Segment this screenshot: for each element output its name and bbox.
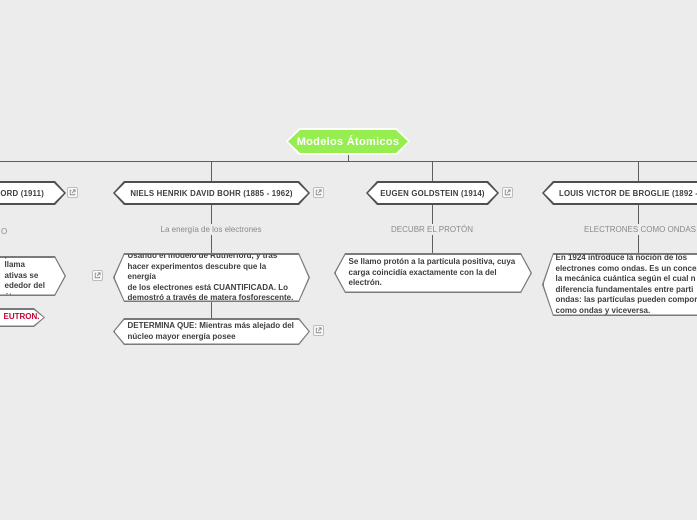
box-bohr-1-text: Usando el modelo de Rutherford, y tras h…: [127, 251, 294, 303]
node-rutherford-title: FORD (1911): [0, 188, 44, 198]
box-goldstein-1[interactable]: Se llamo protón a la partícula positiva,…: [334, 253, 532, 293]
connector-drop-bohr: [211, 162, 212, 181]
external-link-icon[interactable]: [502, 187, 513, 198]
node-goldstein[interactable]: EUGEN GOLDSTEIN (1914): [366, 181, 499, 205]
sublabel-rutherford: O: [0, 226, 11, 237]
box-bohr-1[interactable]: Usando el modelo de Rutherford, y tras h…: [113, 253, 310, 302]
node-bohr[interactable]: NIELS HENRIK DAVID BOHR (1885 - 1962): [113, 181, 310, 205]
box-rutherford-neutron-text: EUTRON.: [3, 312, 40, 322]
external-link-icon[interactable]: [313, 187, 324, 198]
connector-horizontal: [0, 161, 697, 162]
node-rutherford[interactable]: FORD (1911): [0, 181, 66, 205]
sublabel-bohr: La energía de los electrones: [131, 224, 291, 235]
box-goldstein-1-text: Se llamo protón a la partícula positiva,…: [348, 257, 516, 288]
node-de-broglie[interactable]: LOUIS VICTOR DE BROGLIE (1892 -: [542, 181, 697, 205]
connector-root-stub: [348, 155, 349, 161]
box-rutherford-1[interactable]: positiva se llama ativas se ededor del á…: [0, 256, 66, 296]
box-bohr-2[interactable]: DETERMINA QUE: Mientras más alejado del …: [113, 318, 310, 345]
box-rutherford-neutron[interactable]: EUTRON.: [0, 308, 45, 327]
connector-drop-de-broglie: [638, 162, 639, 181]
box-de-broglie-1[interactable]: En 1924 introduce la noción de los elect…: [542, 253, 697, 316]
external-link-icon[interactable]: [313, 325, 324, 336]
external-link-icon[interactable]: [67, 187, 78, 198]
sublabel-goldstein: DECUBR EL PROTÓN: [352, 224, 512, 235]
root-node[interactable]: Modelos Átomicos: [286, 128, 410, 155]
connector-bohr-box2: [211, 301, 212, 318]
external-link-icon[interactable]: [92, 270, 103, 281]
box-de-broglie-1-text: En 1924 introduce la noción de los elect…: [555, 253, 697, 315]
root-node-fill: Modelos Átomicos: [288, 130, 408, 153]
node-de-broglie-title: LOUIS VICTOR DE BROGLIE (1892 -: [559, 188, 697, 198]
root-node-label: Modelos Átomicos: [296, 135, 400, 148]
box-bohr-2-text: DETERMINA QUE: Mientras más alejado del …: [127, 321, 294, 341]
connector-drop-goldstein: [432, 162, 433, 181]
sublabel-de-broglie: ELECTRONES COMO ONDAS: [560, 224, 697, 235]
node-bohr-title: NIELS HENRIK DAVID BOHR (1885 - 1962): [130, 188, 293, 198]
box-rutherford-1-text: positiva se llama ativas se ededor del á…: [4, 249, 46, 301]
node-goldstein-title: EUGEN GOLDSTEIN (1914): [380, 188, 485, 198]
